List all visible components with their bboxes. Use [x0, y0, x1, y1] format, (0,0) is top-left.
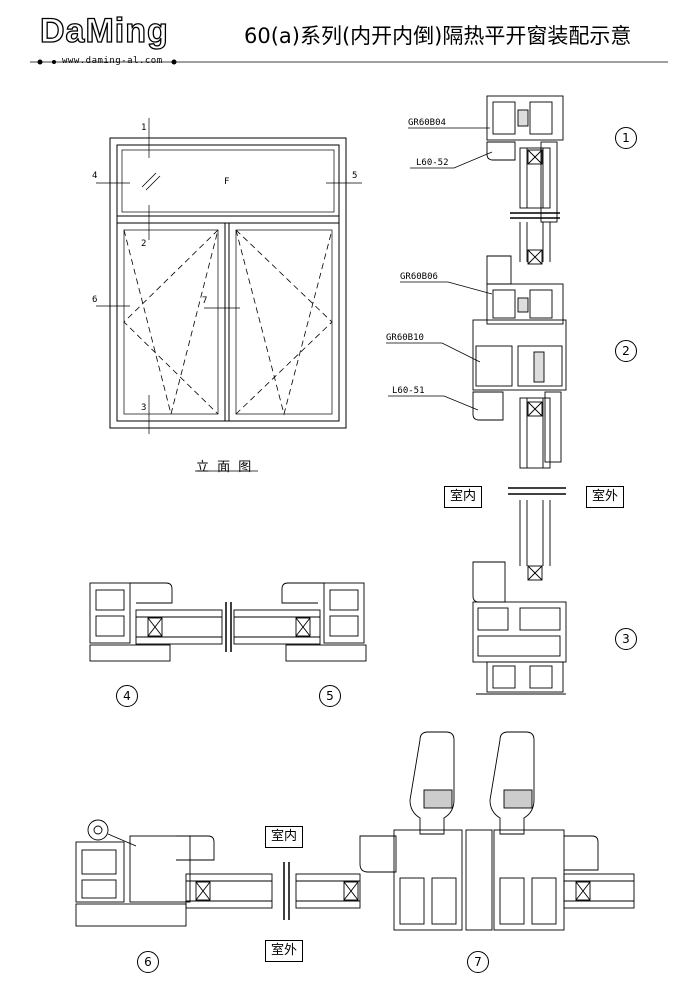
- website-url: www.daming-al.com: [62, 56, 163, 66]
- rule-dot-left-2: [52, 60, 56, 64]
- profile-gr60b06: GR60B06: [400, 272, 438, 282]
- profile-l60-52: L60-52: [416, 158, 449, 168]
- indoor-label-vertical: 室内: [444, 486, 483, 508]
- section-67: [75, 731, 635, 931]
- elev-mark-4: 4: [92, 171, 97, 181]
- indoor-label-bottom: 室内: [265, 826, 304, 848]
- callout-7: 7: [467, 951, 489, 973]
- callout-6: 6: [137, 951, 159, 973]
- profile-gr60b04: GR60B04: [408, 118, 446, 128]
- elev-mark-1: 1: [141, 123, 146, 133]
- elev-mark-2: 2: [141, 239, 146, 249]
- profile-gr60b10: GR60B10: [386, 333, 424, 343]
- profile-l60-51: L60-51: [392, 386, 425, 396]
- elev-mark-3: 3: [141, 403, 146, 413]
- callout-1: 1: [615, 127, 637, 149]
- rule-dot-left: [37, 59, 43, 65]
- callout-2: 2: [615, 340, 637, 362]
- callout-5: 5: [319, 685, 341, 707]
- section-45: [89, 582, 367, 662]
- rule-dot-right: [171, 59, 177, 65]
- drawing-title: 60(a)系列(内开内倒)隔热平开窗装配示意: [244, 24, 632, 48]
- outdoor-label-bottom: 室外: [265, 940, 304, 962]
- elev-mark-6: 6: [92, 295, 97, 305]
- callout-4: 4: [116, 685, 138, 707]
- elev-mark-5: 5: [352, 171, 357, 181]
- profile-leaders: [386, 127, 493, 411]
- outdoor-label-vertical: 室外: [586, 486, 625, 508]
- elevation-caption: 立 面 图: [196, 460, 254, 475]
- vertical-section: [472, 95, 567, 695]
- glass-break-upper: [510, 212, 560, 219]
- elev-mark-7: 7: [202, 296, 207, 306]
- elevation-drawing: [96, 118, 362, 434]
- brand-logo: DaMing: [39, 12, 169, 50]
- fixed-pane-label: F: [224, 177, 229, 187]
- callout-3: 3: [615, 628, 637, 650]
- glass-break-lower: [508, 487, 566, 495]
